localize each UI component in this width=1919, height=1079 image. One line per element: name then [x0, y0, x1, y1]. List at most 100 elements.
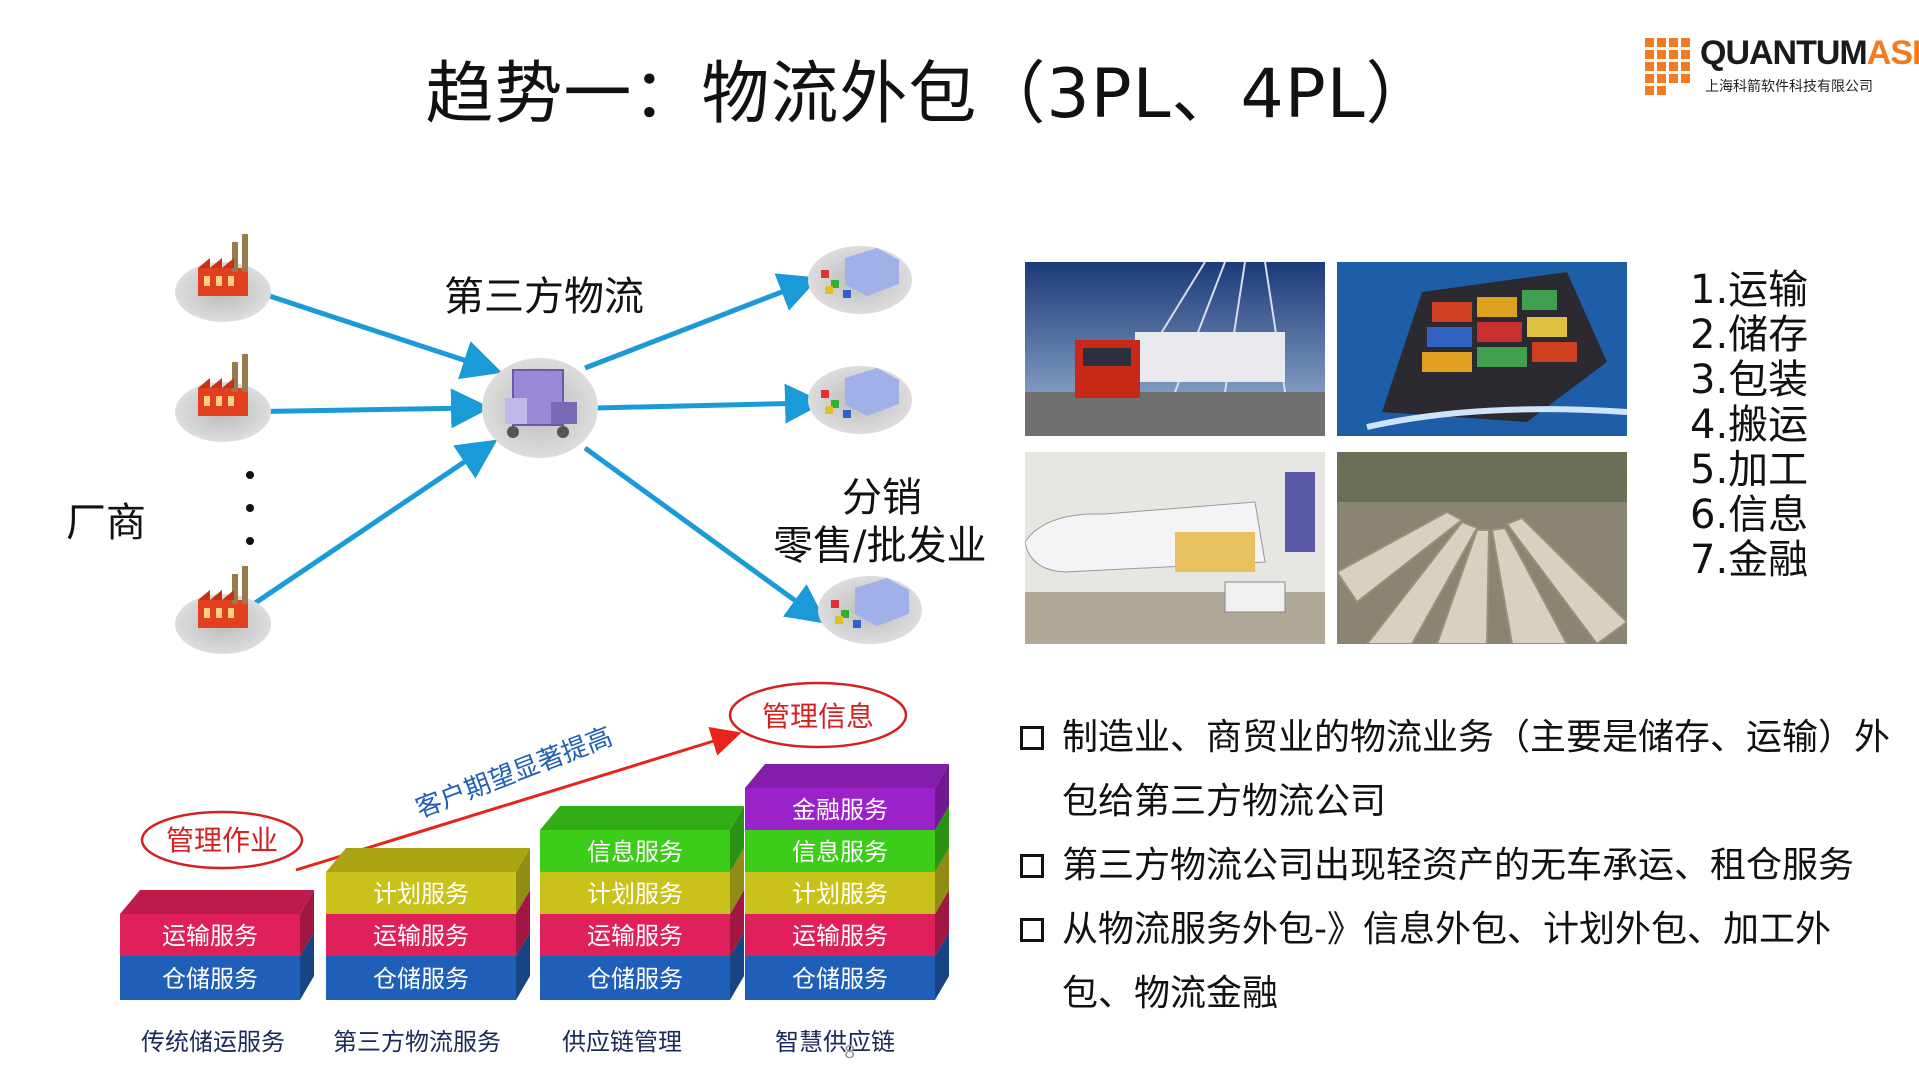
ellipsis-dots	[246, 471, 254, 545]
column-caption: 第三方物流服务	[333, 1028, 501, 1056]
trend-arrow	[295, 726, 742, 872]
flow-arrow	[594, 383, 825, 424]
manufacturer-label: 厂商	[66, 500, 146, 546]
retail-store-icon	[808, 246, 912, 314]
distribution-label: 分销	[842, 475, 922, 521]
slide-title: 趋势一：物流外包（3PL、4PL）	[425, 55, 1435, 134]
flow-arrow	[229, 280, 503, 380]
service-layer-label: 仓储服务	[587, 965, 683, 993]
service-layer	[326, 914, 516, 956]
service-layer-side	[730, 806, 744, 872]
bullet-text: 第三方物流公司出现轻资产的无车承运、租仓服务	[1062, 845, 1855, 886]
services-list: 1.运输 2.储存 3.包装 4.搬运 5.加工 6.信息 7.金融	[1690, 268, 1808, 583]
container-ship-photo	[1337, 262, 1627, 436]
service-layer-label: 运输服务	[792, 922, 888, 950]
truck-photo	[1025, 262, 1325, 436]
service-stack-top	[326, 848, 530, 872]
service-layer-side	[516, 932, 530, 1000]
square-bullet-icon	[1020, 918, 1044, 942]
square-bullet-icon	[1020, 726, 1044, 750]
service-layer-side	[516, 890, 530, 956]
service-layer-label: 仓储服务	[373, 965, 469, 993]
oval-right-label: 管理信息	[762, 700, 874, 733]
service-layer-side	[516, 848, 530, 914]
pipeline-photo	[1337, 452, 1627, 644]
page-number: 8	[844, 1042, 856, 1063]
service-layer	[120, 956, 300, 1000]
service-layer	[326, 872, 516, 914]
service-layer-label: 仓储服务	[792, 965, 888, 993]
flow-arrow	[229, 388, 491, 429]
service-stack-top	[745, 764, 949, 788]
flow-arrow	[583, 445, 828, 624]
services-list-item: 7.金融	[1690, 537, 1809, 583]
services-list-item: 2.储存	[1690, 312, 1809, 358]
logistics-hub-icon	[482, 358, 598, 458]
bullet-item: 第三方物流公司出现轻资产的无车承运、租仓服务	[1018, 834, 1898, 898]
service-layer-side	[730, 932, 744, 1000]
factory-icon	[175, 354, 271, 442]
retail-store-icon	[818, 576, 922, 644]
bullet-item: 制造业、商贸业的物流业务（主要是储存、运输）外包给第三方物流公司	[1018, 706, 1898, 834]
service-layer-side	[935, 848, 949, 914]
column-caption: 传统储运服务	[141, 1028, 285, 1056]
retail-store-icon	[808, 366, 912, 434]
service-layer	[540, 872, 730, 914]
service-layer-side	[935, 764, 949, 830]
bullet-item: 从物流服务外包-》信息外包、计划外包、加工外包、物流金融	[1018, 898, 1898, 1026]
service-layer	[540, 914, 730, 956]
service-layer	[326, 956, 516, 1000]
third-party-logistics-label: 第三方物流	[444, 274, 644, 320]
factory-icon	[175, 566, 271, 654]
service-layer-label: 信息服务	[587, 838, 683, 866]
logo-company-name: 上海科箭软件科技有限公司	[1705, 79, 1873, 95]
service-layer-side	[935, 890, 949, 956]
logo-brand-quantum: QUANTUM	[1700, 34, 1868, 72]
retail-wholesale-label: 零售/批发业	[773, 523, 987, 569]
service-layer	[745, 788, 935, 830]
services-list-item: 3.包装	[1690, 357, 1809, 403]
service-layer-label: 运输服务	[587, 922, 683, 950]
service-layer-side	[730, 848, 744, 914]
bullet-text: 制造业、商贸业的物流业务（主要是储存、运输）外包给第三方物流公司	[1062, 717, 1891, 822]
column-caption: 供应链管理	[562, 1028, 682, 1056]
service-layer-label: 计划服务	[587, 880, 683, 908]
service-layer	[745, 914, 935, 956]
service-layer-side	[935, 806, 949, 872]
service-stack-top	[120, 890, 314, 914]
oval-left-label: 管理作业	[166, 824, 278, 857]
air-cargo-photo	[1025, 452, 1325, 644]
services-list-item: 1.运输	[1690, 267, 1809, 313]
service-layer	[745, 830, 935, 872]
service-layer	[540, 830, 730, 872]
service-layer-side	[730, 890, 744, 956]
bullet-text: 从物流服务外包-》信息外包、计划外包、加工外包、物流金融	[1062, 909, 1831, 1014]
service-layer	[745, 872, 935, 914]
column-caption: 智慧供应链	[775, 1028, 895, 1056]
service-layer	[540, 956, 730, 1000]
services-list-item: 6.信息	[1690, 492, 1809, 538]
service-layer-label: 运输服务	[373, 922, 469, 950]
service-layer	[745, 956, 935, 1000]
logo-brand-asia: ASIA	[1866, 34, 1919, 72]
logo-brand: QUANTUMASIA	[1700, 34, 1919, 73]
factory-icon	[175, 234, 271, 322]
oval-manage-operations	[140, 810, 304, 870]
services-list-item: 4.搬运	[1690, 402, 1809, 448]
logo-mark-icon	[1645, 38, 1690, 95]
flow-arrow	[228, 439, 498, 623]
service-evolution-diagram: 管理作业 管理信息 客户期望显著提高 仓储服务运输服务仓储服务运输服务计划服务仓…	[120, 681, 949, 1000]
services-list-item: 5.加工	[1690, 447, 1809, 493]
logistics-flow-diagram	[175, 234, 922, 654]
bullet-list: 制造业、商贸业的物流业务（主要是储存、运输）外包给第三方物流公司 第三方物流公司…	[1018, 706, 1898, 1026]
service-layer-label: 仓储服务	[162, 965, 258, 993]
service-layer-side	[300, 890, 314, 956]
service-layer-label: 计划服务	[792, 880, 888, 908]
service-layer-side	[935, 932, 949, 1000]
service-layer	[120, 914, 300, 956]
service-stack-top	[540, 806, 744, 830]
service-layer-label: 信息服务	[792, 838, 888, 866]
oval-manage-information	[728, 681, 908, 749]
service-layer-label: 计划服务	[373, 880, 469, 908]
service-layer-label: 运输服务	[162, 922, 258, 950]
